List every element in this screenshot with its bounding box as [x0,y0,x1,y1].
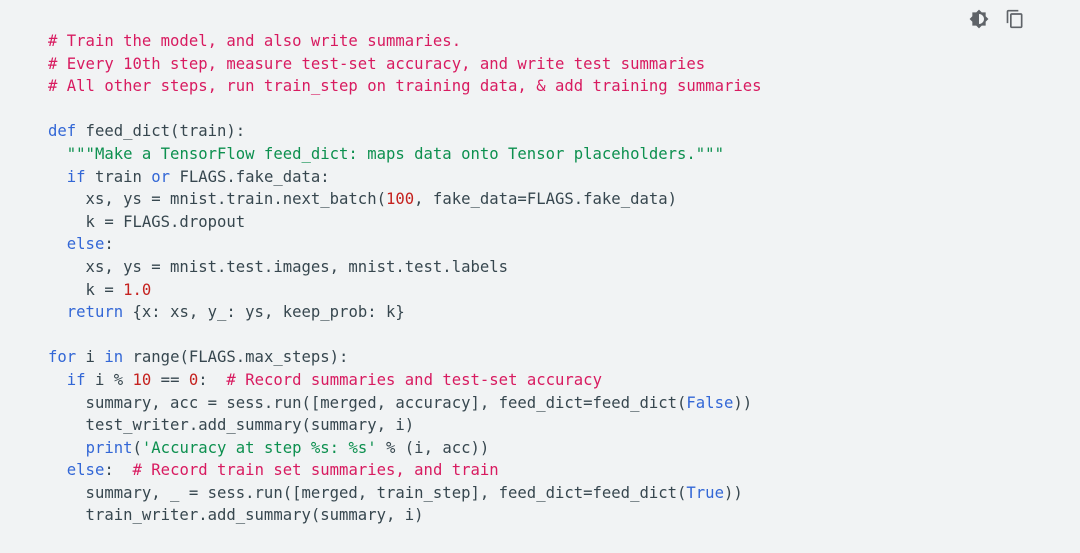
code-token-comment: # Record train set summaries, and train [132,461,499,480]
code-token-plain [48,303,67,321]
code-line: # All other steps, run train_step on tra… [48,75,762,98]
code-line: summary, _ = sess.run([merged, train_ste… [48,482,762,505]
code-token-keyword: True [686,483,724,502]
code-line: xs, ys = mnist.train.next_batch(100, fak… [48,188,762,211]
code-token-string: """Make a TensorFlow feed_dict: maps dat… [66,144,724,163]
code-token-keyword: else [66,235,105,254]
code-token-plain: ( [132,438,142,457]
code-line [48,98,762,121]
code-token-plain: summary, acc = sess.run([merged, accurac… [48,393,687,412]
code-token-number: 10 [132,370,152,389]
code-listing: # Train the model, and also write summar… [48,30,762,527]
code-line: return {x: xs, y_: ys, keep_prob: k} [48,301,762,324]
code-token-plain: k = FLAGS.dropout [48,212,246,231]
code-line [48,324,762,347]
code-line: test_writer.add_summary(summary, i) [48,414,762,437]
code-token-number: 1.0 [123,280,152,299]
brightness-contrast-icon[interactable] [968,8,990,30]
code-token-plain: == [151,370,189,389]
code-line: else: # Record train set summaries, and … [48,459,762,482]
code-line: print('Accuracy at step %s: %s' % (i, ac… [48,437,762,460]
code-line: for i in range(FLAGS.max_steps): [48,346,762,369]
code-token-number: 0 [188,370,199,389]
code-line: if i % 10 == 0: # Record summaries and t… [48,369,762,392]
code-token-plain: : [104,235,114,254]
code-token-comment: # All other steps, run train_step on tra… [48,77,762,96]
code-token-plain: train [85,167,152,186]
code-line: def feed_dict(train): [48,120,762,143]
code-token-comment: # Train the model, and also write summar… [48,32,462,50]
code-token-plain: : [198,370,227,389]
code-token-keyword: or [151,167,171,186]
code-toolbar [968,8,1026,30]
code-token-keyword: if [66,167,86,186]
code-token-plain [48,439,86,457]
code-line: # Every 10th step, measure test-set accu… [48,53,762,76]
code-token-plain: train_writer.add_summary(summary, i) [48,506,424,525]
code-token-plain [48,168,67,186]
code-token-plain: range(FLAGS.max_steps): [123,348,349,367]
code-line: k = FLAGS.dropout [48,211,762,234]
code-line: # Train the model, and also write summar… [48,30,762,53]
code-token-plain: summary, _ = sess.run([merged, train_ste… [48,483,687,502]
code-token-plain: , fake_data=FLAGS.fake_data) [414,190,678,209]
code-token-keyword: False [686,393,734,412]
code-token-keyword: print [85,438,133,457]
code-token-keyword: if [66,370,86,389]
code-line: summary, acc = sess.run([merged, accurac… [48,392,762,415]
code-token-plain: )) [733,393,753,412]
code-line: train_writer.add_summary(summary, i) [48,504,762,527]
code-token-string: 'Accuracy at step %s: %s' [141,438,377,457]
code-token-plain: {x: xs, y_: ys, keep_prob: k} [123,303,405,322]
code-token-keyword: for [48,348,77,367]
code-token-keyword: def [48,122,77,141]
code-line: else: [48,233,762,256]
code-token-plain: xs, ys = mnist.train.next_batch( [48,190,386,209]
code-token-plain [48,235,67,253]
code-token-plain: : [104,461,133,480]
code-token-keyword: in [104,348,124,367]
code-line: xs, ys = mnist.test.images, mnist.test.l… [48,256,762,279]
code-token-plain: i % [85,370,133,389]
code-token-plain: feed_dict(train): [76,122,246,141]
code-token-plain: % (i, acc)) [376,438,490,457]
code-token-plain [48,461,67,479]
code-token-plain [48,145,67,163]
code-token-plain: test_writer.add_summary(summary, i) [48,416,415,435]
code-token-keyword: else [66,461,105,480]
code-line: if train or FLAGS.fake_data: [48,166,762,189]
code-token-plain: FLAGS.fake_data: [170,167,330,186]
code-token-keyword: return [66,303,124,322]
code-line: k = 1.0 [48,279,762,302]
code-token-comment: # Every 10th step, measure test-set accu… [48,54,706,73]
code-token-plain: )) [723,483,743,502]
code-token-plain: i [76,348,105,367]
code-token-number: 100 [385,190,415,209]
copy-icon[interactable] [1004,8,1026,30]
code-token-plain [48,371,67,389]
code-token-comment: # Record summaries and test-set accuracy [226,370,602,389]
code-line: """Make a TensorFlow feed_dict: maps dat… [48,143,762,166]
code-token-plain: k = [48,280,124,299]
code-token-plain: xs, ys = mnist.test.images, mnist.test.l… [48,257,509,276]
